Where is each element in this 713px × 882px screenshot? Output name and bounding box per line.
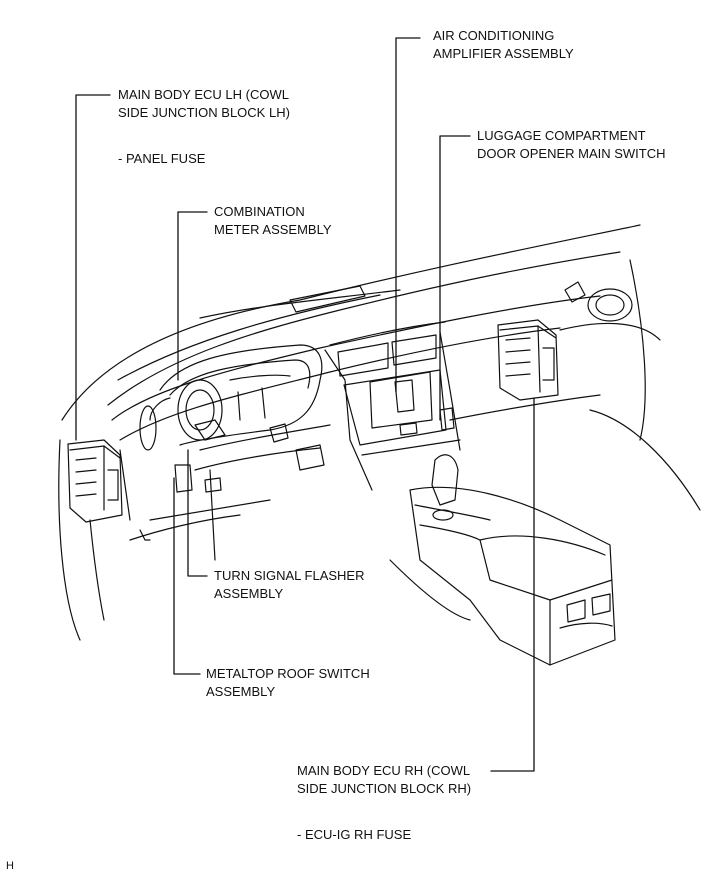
leader-air-conditioning xyxy=(395,37,421,393)
leader-lines xyxy=(75,37,535,772)
center-console-drawing xyxy=(389,454,616,666)
combination-meter-drawing xyxy=(139,344,323,451)
label-line: TURN SIGNAL FLASHER xyxy=(214,568,365,583)
label-main-body-ecu-rh: MAIN BODY ECU RH (COWL SIDE JUNCTION BLO… xyxy=(297,762,471,798)
main-body-ecu-rh-drawing xyxy=(497,319,559,401)
leader-combination-meter xyxy=(177,211,208,381)
label-line: DOOR OPENER MAIN SWITCH xyxy=(477,146,666,161)
label-main-body-ecu-lh: MAIN BODY ECU LH (COWL SIDE JUNCTION BLO… xyxy=(118,86,290,122)
label-turn-signal-flasher: TURN SIGNAL FLASHER ASSEMBLY xyxy=(214,567,365,603)
main-body-ecu-lh-drawing xyxy=(67,439,123,523)
label-line: METALTOP ROOF SWITCH xyxy=(206,666,370,681)
label-ecu-ig-rh-fuse: - ECU-IG RH FUSE xyxy=(297,827,412,842)
label-metaltop-roof-switch: METALTOP ROOF SWITCH ASSEMBLY xyxy=(206,665,370,701)
leader-luggage-switch xyxy=(439,135,471,421)
label-line: COMBINATION xyxy=(214,204,305,219)
leader-turn-signal xyxy=(187,449,208,577)
label-panel-fuse: - PANEL FUSE xyxy=(118,151,206,166)
label-luggage-compartment-switch: LUGGAGE COMPARTMENT DOOR OPENER MAIN SWI… xyxy=(477,127,666,163)
label-combination-meter: COMBINATION METER ASSEMBLY xyxy=(214,203,332,239)
label-line: ASSEMBLY xyxy=(206,684,276,699)
leader-main-body-ecu-lh xyxy=(75,94,111,441)
label-line: SIDE JUNCTION BLOCK RH) xyxy=(297,781,472,796)
label-line: MAIN BODY ECU RH (COWL xyxy=(297,763,471,778)
label-air-conditioning-amplifier: AIR CONDITIONING AMPLIFIER ASSEMBLY xyxy=(433,27,574,63)
label-line: ASSEMBLY xyxy=(214,586,284,601)
corner-reference-mark: H xyxy=(6,860,14,872)
center-stack-drawing xyxy=(337,334,461,456)
dashboard-surface xyxy=(111,295,601,491)
label-line: AMPLIFIER ASSEMBLY xyxy=(433,46,574,61)
label-line: SIDE JUNCTION BLOCK LH) xyxy=(118,105,290,120)
windshield-outline xyxy=(61,224,641,421)
steering-column-drawing xyxy=(129,424,331,561)
leader-main-body-ecu-rh xyxy=(490,397,535,772)
right-dash-drawing xyxy=(449,259,701,511)
label-line: LUGGAGE COMPARTMENT xyxy=(477,128,646,143)
leader-metaltop-switch xyxy=(173,477,201,675)
label-line: MAIN BODY ECU LH (COWL xyxy=(118,87,289,102)
left-door-drawing xyxy=(58,439,131,641)
label-line: AIR CONDITIONING xyxy=(433,28,555,43)
label-line: METER ASSEMBLY xyxy=(214,222,332,237)
